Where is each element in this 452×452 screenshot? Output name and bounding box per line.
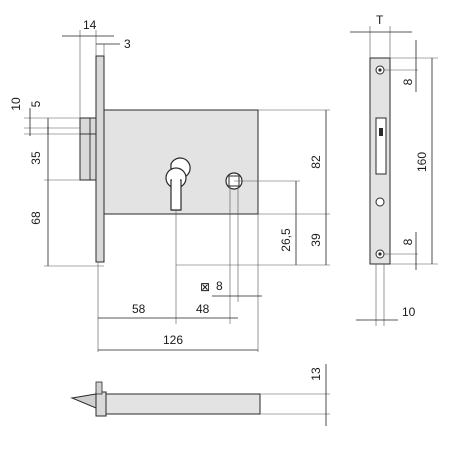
dim-39: 39	[309, 233, 323, 247]
dim-68: 68	[29, 211, 43, 225]
dim-82: 82	[309, 155, 323, 169]
bottom-dimensions	[260, 364, 330, 426]
side-view	[369, 57, 391, 265]
square-symbol: ⊠	[200, 280, 210, 294]
dim-T: T	[376, 13, 384, 27]
case-bottom	[99, 393, 261, 415]
cylinder-screw-hole	[375, 197, 385, 207]
dim-14: 14	[83, 18, 97, 32]
front-view	[79, 55, 259, 263]
dim-58: 58	[132, 302, 146, 316]
dim-10: 10	[9, 97, 23, 111]
dim-8-bottom: 8	[401, 238, 415, 245]
dim-35: 35	[29, 151, 43, 165]
front-dimensions	[24, 30, 330, 352]
dim-10-side: 10	[402, 305, 416, 319]
dim-48: 48	[196, 302, 210, 316]
dim-126: 126	[163, 333, 183, 347]
dim-3: 3	[124, 37, 131, 51]
side-dimensions	[350, 26, 438, 326]
dim-8-square: 8	[216, 279, 223, 293]
bottom-view	[70, 381, 261, 417]
dim-8-top: 8	[401, 78, 415, 85]
faceplate	[95, 55, 105, 263]
bolt	[79, 117, 97, 181]
dim-26-5: 26,5	[279, 228, 293, 252]
latch-bottom	[95, 391, 107, 417]
latch-tip	[70, 393, 97, 409]
dim-5: 5	[29, 100, 43, 107]
bolt-slot	[375, 117, 387, 175]
dim-13: 13	[309, 367, 323, 381]
dim-160: 160	[415, 152, 429, 172]
